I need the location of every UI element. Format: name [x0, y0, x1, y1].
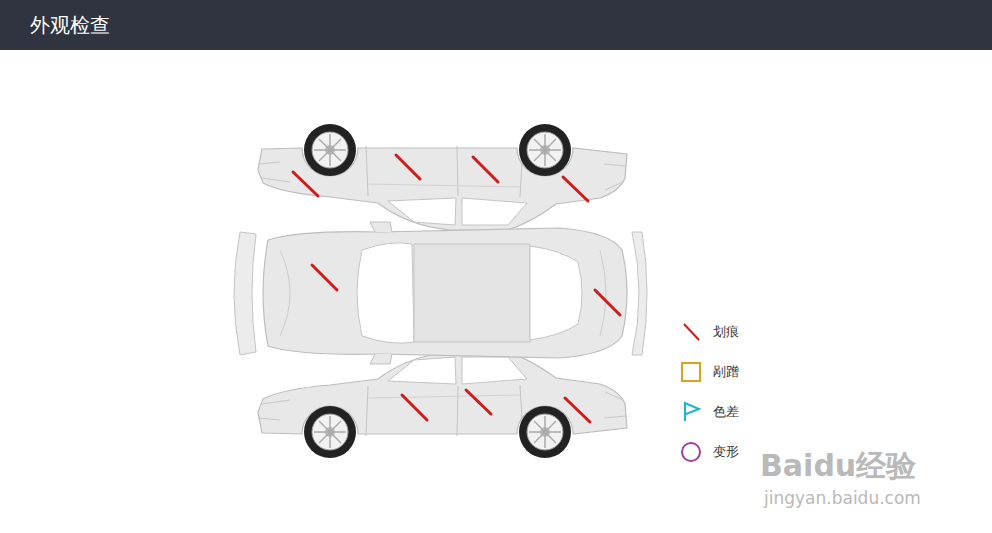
legend-label: 剐蹭 — [713, 364, 739, 380]
page-title: 外观检查 — [30, 12, 110, 38]
legend-symbol — [682, 443, 700, 461]
legend-label: 变形 — [713, 444, 739, 460]
legend-symbol — [685, 403, 699, 421]
watermark: Baidu经验 — [760, 446, 916, 487]
legend-label: 色差 — [713, 404, 739, 420]
legend-label: 划痕 — [713, 324, 739, 340]
legend-symbol — [682, 363, 700, 381]
watermark: jingyan.baidu.com — [764, 488, 921, 508]
header-bar — [0, 0, 992, 50]
legend-symbol — [684, 324, 699, 340]
